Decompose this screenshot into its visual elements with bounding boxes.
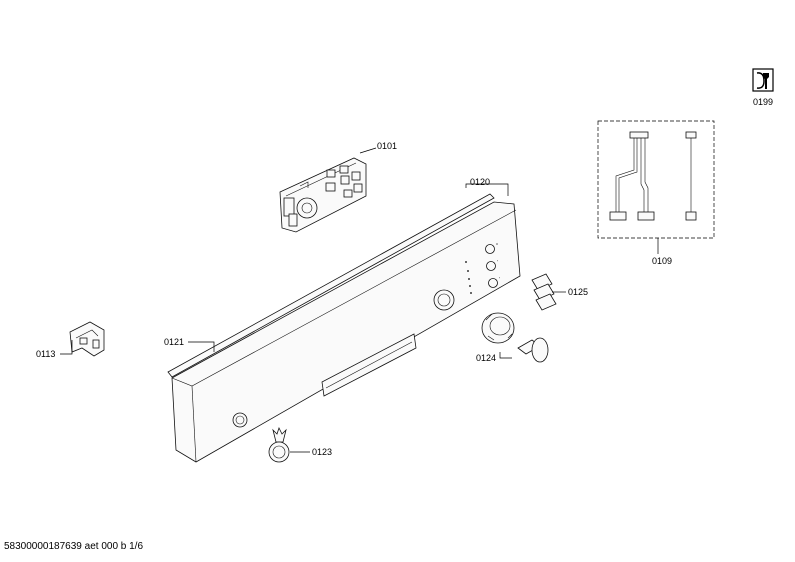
part-0120-control-panel: ° ’ ’	[171, 201, 521, 463]
label-0125: 0125	[568, 287, 588, 297]
part-0109-cable-set	[597, 120, 715, 239]
svg-text:’: ’	[497, 260, 498, 266]
label-0124: 0124	[476, 353, 496, 363]
label-0120: 0120	[470, 177, 490, 187]
svg-text:°: °	[496, 243, 498, 249]
label-0121: 0121	[164, 337, 184, 347]
label-0109: 0109	[652, 256, 672, 266]
part-0123-knob	[268, 426, 290, 463]
label-0113: 0113	[36, 349, 55, 359]
part-0125-push-buttons	[531, 273, 557, 311]
part-0101-control-module	[279, 157, 367, 233]
label-0123: 0123	[312, 447, 332, 457]
drawing-number: 58300000187639 aet 000 b 1/6	[4, 541, 144, 552]
part-0124-selector-knob	[481, 312, 549, 363]
label-0199: 0199	[753, 97, 773, 107]
service-manual-icon	[752, 68, 774, 92]
label-0101: 0101	[377, 141, 397, 151]
part-0121-seal-strip	[167, 193, 495, 378]
svg-text:’: ’	[499, 277, 500, 283]
part-0113-bracket	[69, 321, 105, 357]
